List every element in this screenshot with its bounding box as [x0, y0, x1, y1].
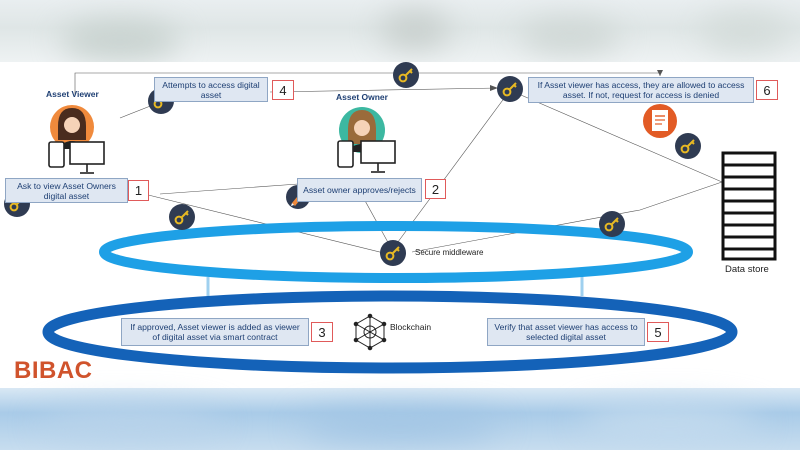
step-2-box: Asset owner approves/rejects — [297, 178, 422, 202]
arrowhead-4 — [490, 85, 498, 91]
middleware-label: Secure middleware — [415, 248, 484, 257]
arrowhead-top — [657, 70, 663, 76]
database-icon — [721, 151, 777, 261]
step-3-box: If approved, Asset viewer is added as vi… — [121, 318, 309, 346]
key-icon — [497, 76, 523, 102]
key-icon — [675, 133, 701, 159]
step-6-number: 6 — [756, 80, 778, 100]
document-icon — [643, 104, 677, 138]
step-5-number: 5 — [647, 322, 669, 342]
asset-viewer-label: Asset Viewer — [46, 89, 99, 99]
blockchain-ring — [42, 290, 738, 374]
brand-title: BIBAC — [14, 357, 93, 384]
key-icon — [380, 240, 406, 266]
step-4-number: 4 — [272, 80, 294, 100]
step-1-number: 1 — [128, 180, 149, 201]
blurred-bottom-band — [0, 388, 800, 450]
step-4-box: Attempts to access digital asset — [154, 77, 268, 102]
step-5-box: Verify that asset viewer has access to s… — [487, 318, 645, 346]
blockchain-label: Blockchain — [390, 322, 432, 332]
step-2-number: 2 — [425, 179, 446, 199]
owner-devices — [337, 140, 396, 173]
step-6-box: If Asset viewer has access, they are all… — [528, 77, 754, 103]
key-icon — [393, 62, 419, 88]
middleware-ring — [99, 221, 693, 283]
key-icon — [169, 204, 195, 230]
datastore-label: Data store — [725, 264, 769, 275]
blockchain-icon — [353, 313, 387, 351]
blurred-top-band — [0, 0, 800, 62]
step-3-number: 3 — [311, 322, 333, 342]
connector-lines — [74, 72, 723, 256]
viewer-devices — [48, 141, 105, 174]
key-icon — [599, 211, 625, 237]
step-1-box: Ask to view Asset Owners digital asset — [5, 178, 128, 203]
asset-owner-label: Asset Owner — [336, 92, 388, 102]
